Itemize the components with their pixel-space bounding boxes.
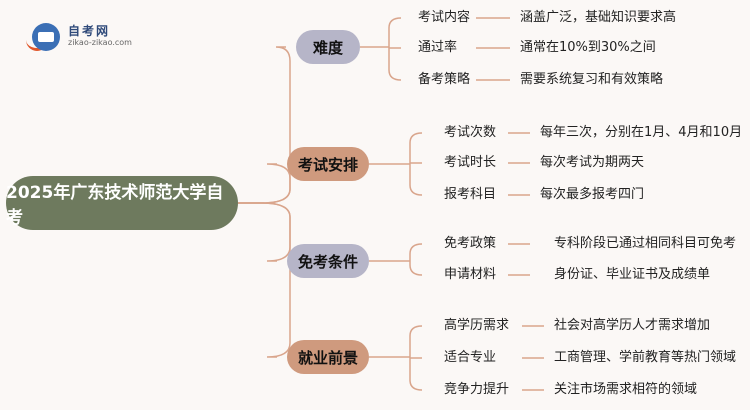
root-topic: 2025年广东技术师范大学自考	[6, 176, 238, 230]
leaf-detail: 通常在10%到30%之间	[520, 40, 656, 55]
leaf-detail: 关注市场需求相符的领域	[554, 382, 698, 397]
leaf-bracket	[388, 17, 402, 81]
branch-topic: 难度	[296, 30, 360, 64]
leaf-detail: 身份证、毕业证书及成绩单	[554, 267, 711, 282]
leaf-label: 考试时长	[444, 155, 497, 170]
leaf-label: 免考政策	[444, 236, 497, 251]
graduation-cap-icon	[32, 23, 60, 51]
leaf-label: 适合专业	[444, 350, 497, 365]
leaf-detail: 涵盖广泛，基础知识要求高	[520, 10, 677, 25]
leaf-detail: 专科阶段已通过相同科目可免考	[554, 236, 737, 251]
logo-domain: zikao-zikao.com	[68, 38, 132, 47]
leaf-detail: 工商管理、学前教育等热门领域	[554, 350, 737, 365]
leaf-detail: 社会对高学历人才需求增加	[554, 318, 711, 333]
branch-topic: 考试安排	[287, 147, 369, 181]
branch-topic: 就业前景	[287, 340, 369, 374]
leaf-detail: 每年三次，分别在1月、4月和10月	[540, 125, 743, 140]
site-logo: 自考网 zikao-zikao.com	[26, 20, 142, 51]
leaf-label: 考试次数	[444, 125, 497, 140]
leaf-label: 报考科目	[444, 187, 497, 202]
leaf-detail: 每次考试为期两天	[540, 155, 645, 170]
leaf-bracket	[409, 243, 423, 276]
leaf-label: 通过率	[418, 40, 458, 55]
root-branch-connector	[238, 202, 291, 262]
leaf-detail: 需要系统复习和有效策略	[520, 72, 664, 87]
leaf-label: 申请材料	[444, 267, 497, 282]
root-branch-connector	[238, 163, 291, 204]
leaf-detail: 每次最多报考四门	[540, 187, 645, 202]
logo-swoosh-icon	[26, 36, 48, 51]
leaf-label: 竞争力提升	[444, 382, 510, 397]
leaf-label: 高学历需求	[444, 318, 510, 333]
branch-topic: 免考条件	[287, 244, 369, 278]
logo-name: 自考网	[68, 24, 111, 38]
root-branch-connector	[238, 46, 291, 204]
leaf-label: 备考策略	[418, 72, 471, 87]
leaf-label: 考试内容	[418, 10, 471, 25]
leaf-bracket	[409, 132, 423, 196]
root-branch-connector	[238, 202, 291, 358]
